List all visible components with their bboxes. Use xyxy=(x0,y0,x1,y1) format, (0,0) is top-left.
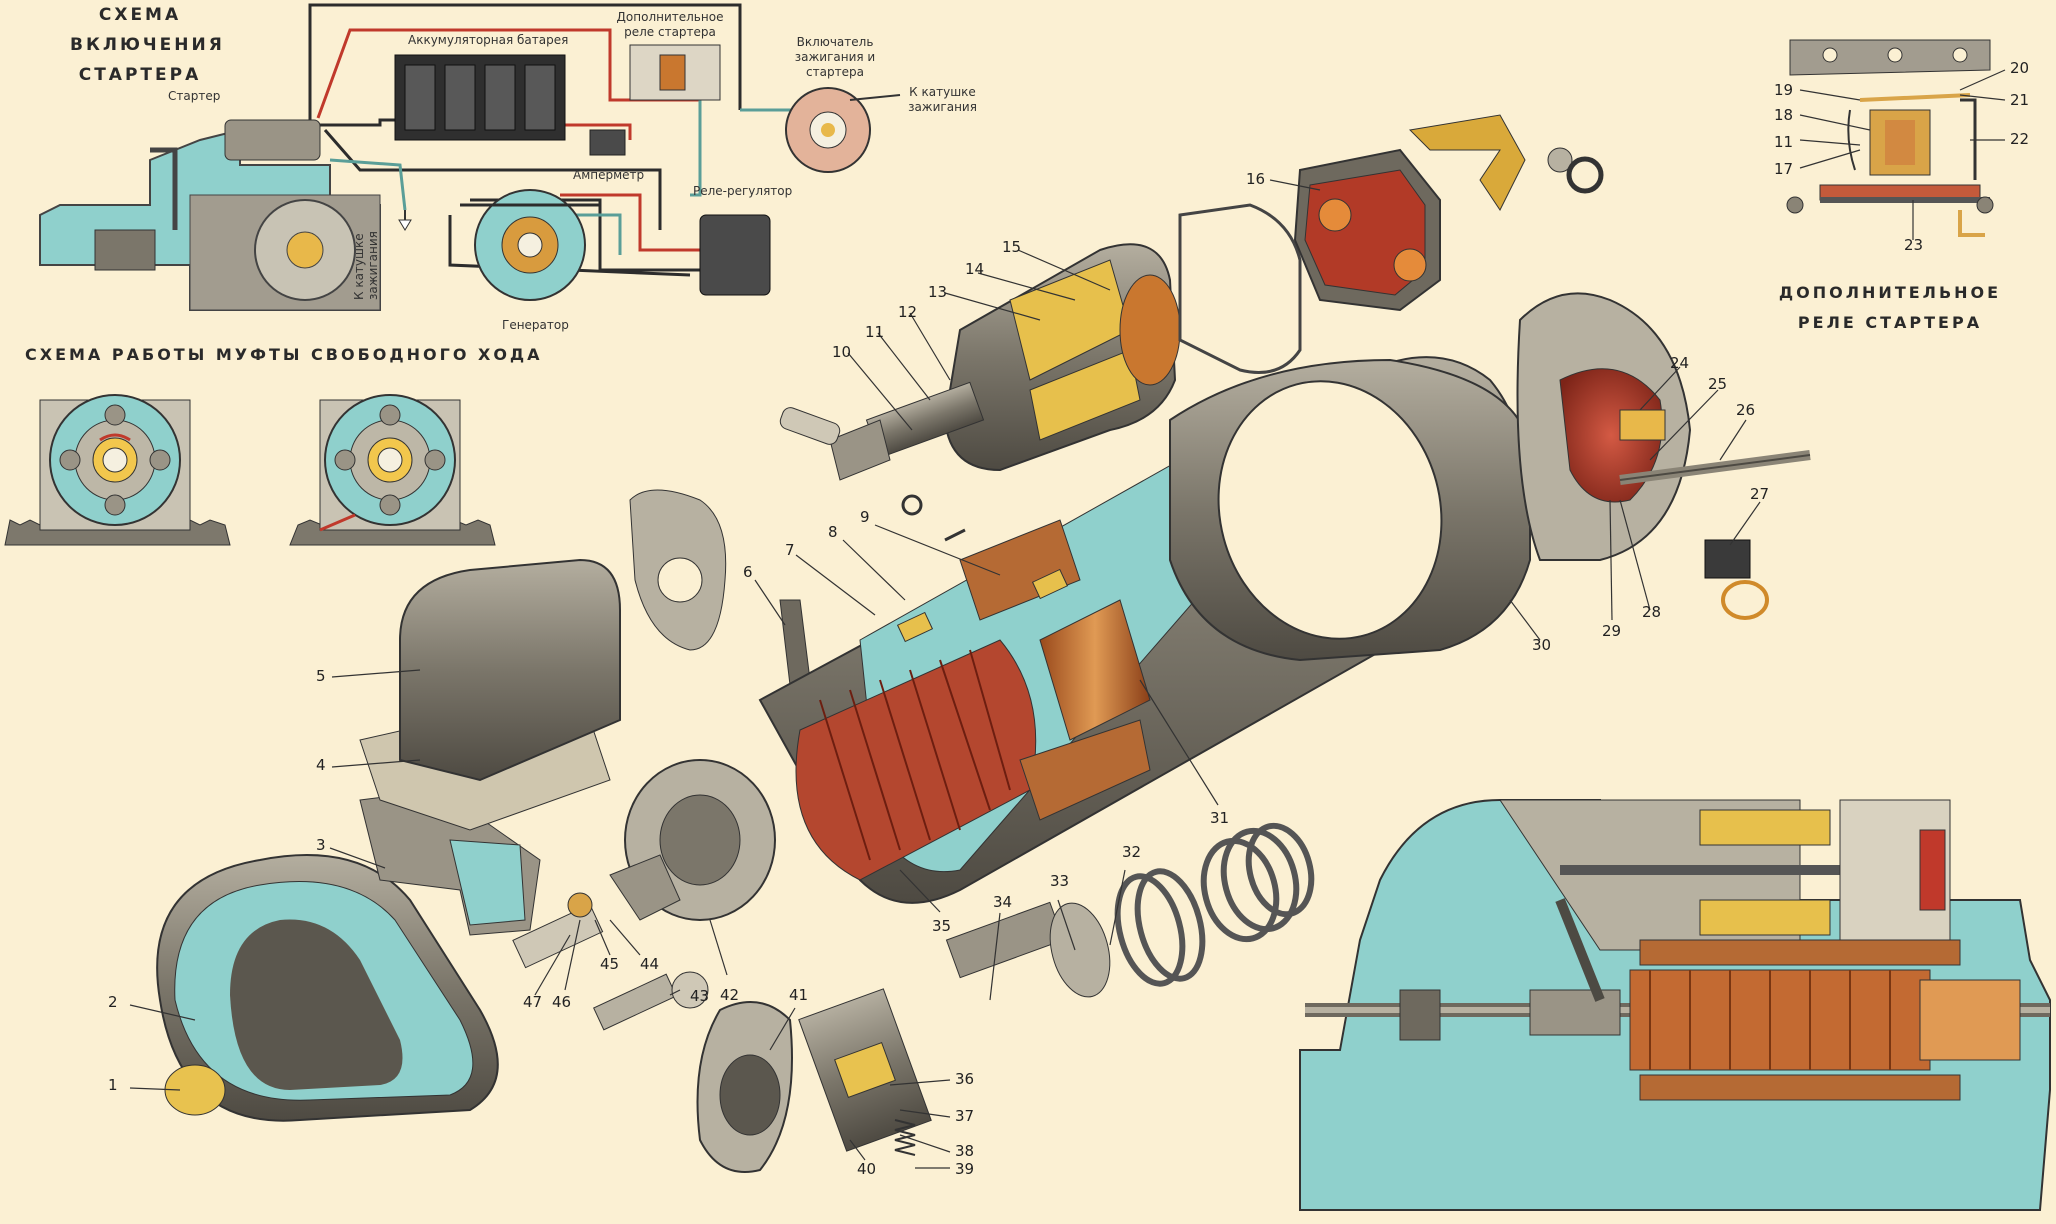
part-number-16: 16 xyxy=(1246,170,1266,188)
relay-title: ДОПОЛНИТЕЛЬНОЕ РЕЛЕ СТАРТЕРА xyxy=(1778,283,2002,332)
part-number-8: 8 xyxy=(828,523,838,541)
part-number-7: 7 xyxy=(785,541,795,559)
starter-scheme-title: СХЕМА ВКЛЮЧЕНИЯ СТАРТЕРА xyxy=(70,5,225,85)
part-number-34: 34 xyxy=(993,893,1013,911)
part-number-35: 35 xyxy=(932,917,952,935)
part-number-38: 38 xyxy=(955,1142,975,1160)
part-number-47: 47 xyxy=(523,993,543,1011)
part-number-26: 26 xyxy=(1736,401,1756,419)
part-number-5: 5 xyxy=(316,667,326,685)
part-number-39: 39 xyxy=(955,1160,975,1178)
part-number-15: 15 xyxy=(1002,238,1022,256)
part-number-27: 27 xyxy=(1750,485,1770,503)
clutch-diagrams xyxy=(4,394,496,546)
part-number-30: 30 xyxy=(1532,636,1552,654)
part-number-44: 44 xyxy=(640,955,660,973)
part-number-37: 37 xyxy=(955,1107,975,1125)
label-to-coil-vertical: К катушке зажигания xyxy=(352,231,380,300)
part-number-6: 6 xyxy=(743,563,753,581)
part-number-12: 12 xyxy=(898,303,918,321)
part-number-45: 45 xyxy=(600,955,620,973)
part-number-42: 42 xyxy=(720,986,740,1004)
part-number-46: 46 xyxy=(552,993,572,1011)
part-number-32: 32 xyxy=(1122,843,1142,861)
part-number-40: 40 xyxy=(857,1160,877,1178)
part-number-41: 41 xyxy=(789,986,809,1004)
part-number-4: 4 xyxy=(316,756,326,774)
wiring-scheme xyxy=(39,3,901,311)
part-number-24: 24 xyxy=(1670,354,1690,372)
part-number-10: 10 xyxy=(832,343,852,361)
part-number-2: 2 xyxy=(108,993,118,1011)
label-generator: Генератор xyxy=(502,318,569,332)
clutch-diagram-left xyxy=(4,394,231,546)
label-to-coil: К катушке зажигания xyxy=(908,85,977,114)
leader-lines xyxy=(129,69,2006,1169)
part-number-28: 28 xyxy=(1642,603,1662,621)
part-number-19: 19 xyxy=(1774,81,1794,99)
part-number-18: 18 xyxy=(1774,106,1794,124)
part-number-3: 3 xyxy=(316,836,326,854)
label-ignition-switch: Включатель зажигания и стартера xyxy=(794,35,876,79)
part-number-36: 36 xyxy=(955,1070,975,1088)
part-number-29: 29 xyxy=(1602,622,1622,640)
part-number-11-relay: 11 xyxy=(1774,133,1794,151)
clutch-diagram-right xyxy=(289,394,496,546)
part-number-17: 17 xyxy=(1774,160,1794,178)
part-number-33: 33 xyxy=(1050,872,1070,890)
label-battery: Аккумуляторная батарея xyxy=(408,33,569,47)
label-ammeter: Амперметр xyxy=(573,168,645,182)
part-number-13: 13 xyxy=(928,283,948,301)
label-regulator: Реле-регулятор xyxy=(693,184,793,198)
label-starter: Стартер xyxy=(168,89,221,103)
part-number-23: 23 xyxy=(1904,236,1924,254)
part-number-22: 22 xyxy=(2010,130,2030,148)
part-number-11: 11 xyxy=(865,323,885,341)
clutch-scheme-title: СХЕМА РАБОТЫ МУФТЫ СВОБОДНОГО ХОДА xyxy=(25,345,543,364)
part-number-14: 14 xyxy=(965,260,985,278)
exploded-view xyxy=(156,114,1811,1173)
label-aux-relay: Дополнительное реле стартера xyxy=(616,10,724,39)
part-number-43: 43 xyxy=(690,987,710,1005)
part-number-25: 25 xyxy=(1708,375,1728,393)
aux-relay-drawing xyxy=(1786,39,1994,237)
part-number-21: 21 xyxy=(2010,91,2030,109)
part-number-31: 31 xyxy=(1210,809,1230,827)
part-number-20: 20 xyxy=(2010,59,2030,77)
starter-cross-section xyxy=(1299,799,2051,1211)
part-number-1: 1 xyxy=(108,1076,118,1094)
part-number-9: 9 xyxy=(860,508,870,526)
